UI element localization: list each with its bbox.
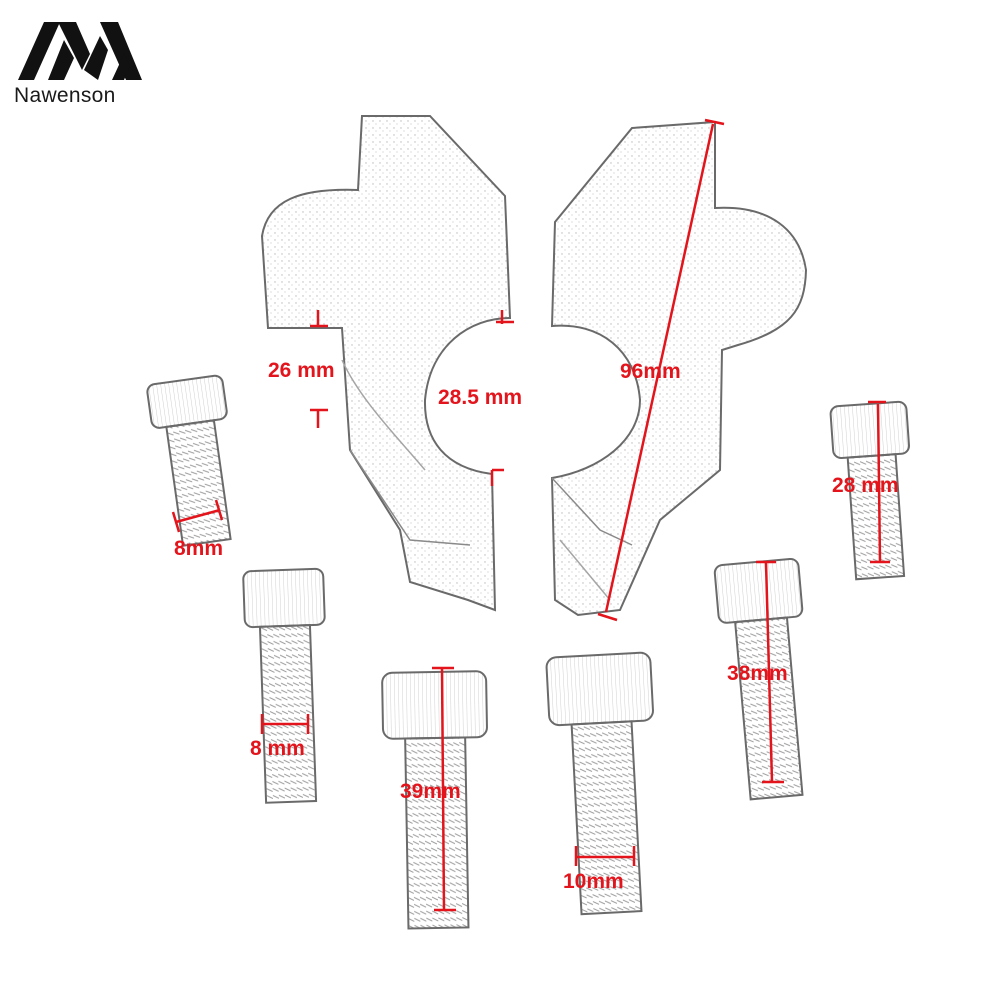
riser-left	[260, 115, 512, 612]
dimension-bolt-d-length: 39mm	[400, 780, 461, 803]
bolt-a	[146, 374, 232, 547]
dimension-riser-length: 96mm	[620, 360, 681, 383]
riser-right	[550, 120, 808, 617]
brand-name: Nawenson	[14, 84, 116, 107]
dimension-riser-height: 26 mm	[268, 359, 335, 382]
dimension-bolt-e-diameter: 10mm	[563, 870, 624, 893]
dimension-bolt-c-diameter: 8 mm	[250, 737, 305, 760]
brand-logo-icon	[18, 22, 142, 80]
dimension-bolt-f-length: 38mm	[727, 662, 788, 685]
bolt-b	[829, 400, 910, 581]
dimension-lines	[171, 118, 890, 912]
bolt-d	[381, 670, 488, 930]
bolt-e	[545, 651, 654, 916]
dimension-clamp-diameter: 28.5 mm	[438, 386, 523, 409]
bolt-c	[242, 567, 326, 804]
dimension-bolt-b-length: 28 mm	[832, 474, 899, 497]
dimension-bolt-a-diameter: 8mm	[174, 537, 224, 560]
